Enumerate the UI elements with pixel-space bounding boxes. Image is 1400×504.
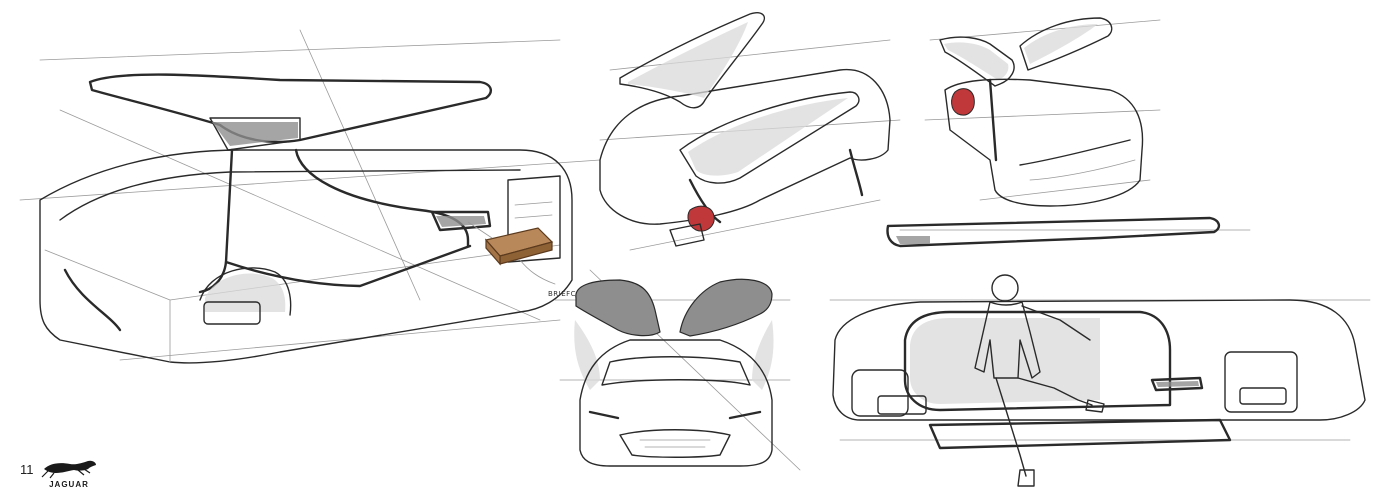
person-exiting-figure	[974, 274, 1105, 487]
page-number: 11	[20, 462, 34, 477]
sketch-top-rear-doors-open	[599, 12, 901, 251]
sketch-front-view-doors-open	[554, 269, 801, 471]
sketch-side-view-person-exiting	[829, 216, 1371, 487]
brand-wordmark: JAGUAR	[49, 480, 89, 489]
sketch-front-three-quarter-small	[924, 17, 1161, 207]
jaguar-logo: JAGUAR	[41, 460, 96, 489]
briefcase-sketch	[467, 221, 554, 266]
sketch-rear-three-quarter-large: BRIEFCASE	[19, 29, 601, 364]
briefcase-label: BRIEFCASE	[548, 290, 591, 298]
